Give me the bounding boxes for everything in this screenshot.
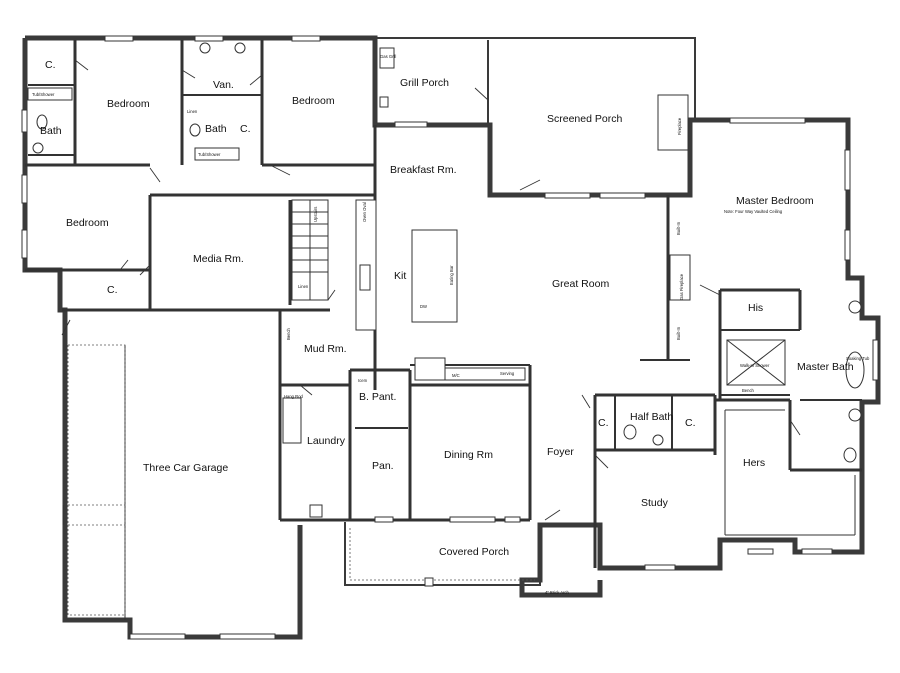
garage-doors (67, 344, 126, 616)
label-master-note: Note: Four Way Vaulted Ceiling (724, 209, 783, 214)
label-bench: Bench (286, 327, 291, 340)
label-brick-arch: 4" Brick Arch (545, 590, 569, 595)
door-swings (61, 59, 801, 521)
label-covered-porch: Covered Porch (439, 546, 509, 558)
label-fireplace: Fireplace (677, 117, 682, 135)
label-c-foyer-left: C. (598, 417, 609, 429)
windows (21, 35, 879, 640)
label-master-bath: Master Bath (797, 361, 854, 373)
fixtures (27, 42, 865, 587)
label-pan: Pan. (372, 460, 394, 472)
label-foyer: Foyer (547, 446, 574, 458)
label-linen-top: Linen (187, 109, 198, 114)
label-walkin-shower: Walk-In Shower (740, 363, 770, 368)
label-screened-porch: Screened Porch (547, 113, 622, 125)
label-c-center: C. (240, 123, 251, 135)
label-bedroom-n: Bedroom (292, 95, 335, 107)
label-gas-fireplace: Gas Fireplace (679, 273, 684, 300)
label-media: Media Rm. (193, 253, 244, 265)
label-gas-grill: Gas Grill (380, 54, 396, 59)
label-garage: Three Car Garage (143, 462, 228, 474)
label-hers: Hers (743, 457, 765, 469)
label-great-room: Great Room (552, 278, 609, 290)
label-hang-rod: Hang Rod (284, 394, 304, 399)
label-his: His (748, 302, 763, 314)
label-mud: Mud Rm. (304, 343, 347, 355)
label-b-pant: B. Pant. (359, 391, 396, 403)
label-linen-stair: Linen (298, 284, 309, 289)
label-built-in-2: Built-In (676, 326, 681, 340)
label-soaking-tub: Soaking Tub (846, 356, 870, 361)
label-oven: Oven Oval (362, 202, 367, 222)
label-upstairs: Upstairs (313, 207, 318, 222)
label-mw: M/C (452, 373, 460, 378)
label-laundry: Laundry (307, 435, 346, 447)
label-half-bath: Half Bath (630, 411, 673, 423)
label-dw: DW (420, 304, 427, 309)
label-breakfast: Breakfast Rm. (390, 164, 457, 176)
label-kit: Kit (394, 270, 406, 282)
label-dining: Dining Rm (444, 449, 493, 461)
kitchen-island (411, 229, 458, 323)
label-bedroom-w: Bedroom (66, 217, 109, 229)
label-study: Study (641, 497, 669, 509)
label-icemaker: Icem (358, 378, 368, 383)
label-tub-shower-left: Tub/Shower (32, 92, 55, 97)
label-bath-left: Bath (40, 125, 62, 137)
stairs (291, 199, 329, 301)
label-c-foyer-right: C. (685, 417, 696, 429)
label-bedroom-nw: Bedroom (107, 98, 150, 110)
label-van: Van. (213, 79, 234, 91)
label-c-top-left: C. (45, 59, 56, 71)
label-tub-shower-center: Tub/Shower (198, 152, 221, 157)
label-grill-porch: Grill Porch (400, 77, 449, 89)
label-serving: Serving (500, 371, 515, 376)
label-eating-bar: Eating Bar (449, 265, 454, 285)
room-labels: C. Tub/Shower Bath Bedroom Van. Linen Ba… (32, 54, 870, 595)
label-c-media: C. (107, 284, 118, 296)
label-built-in-1: Built-In (676, 221, 681, 235)
label-bench-master: Bench (742, 388, 755, 393)
label-bath-center: Bath (205, 123, 227, 135)
label-master-bedroom: Master Bedroom (736, 195, 814, 207)
